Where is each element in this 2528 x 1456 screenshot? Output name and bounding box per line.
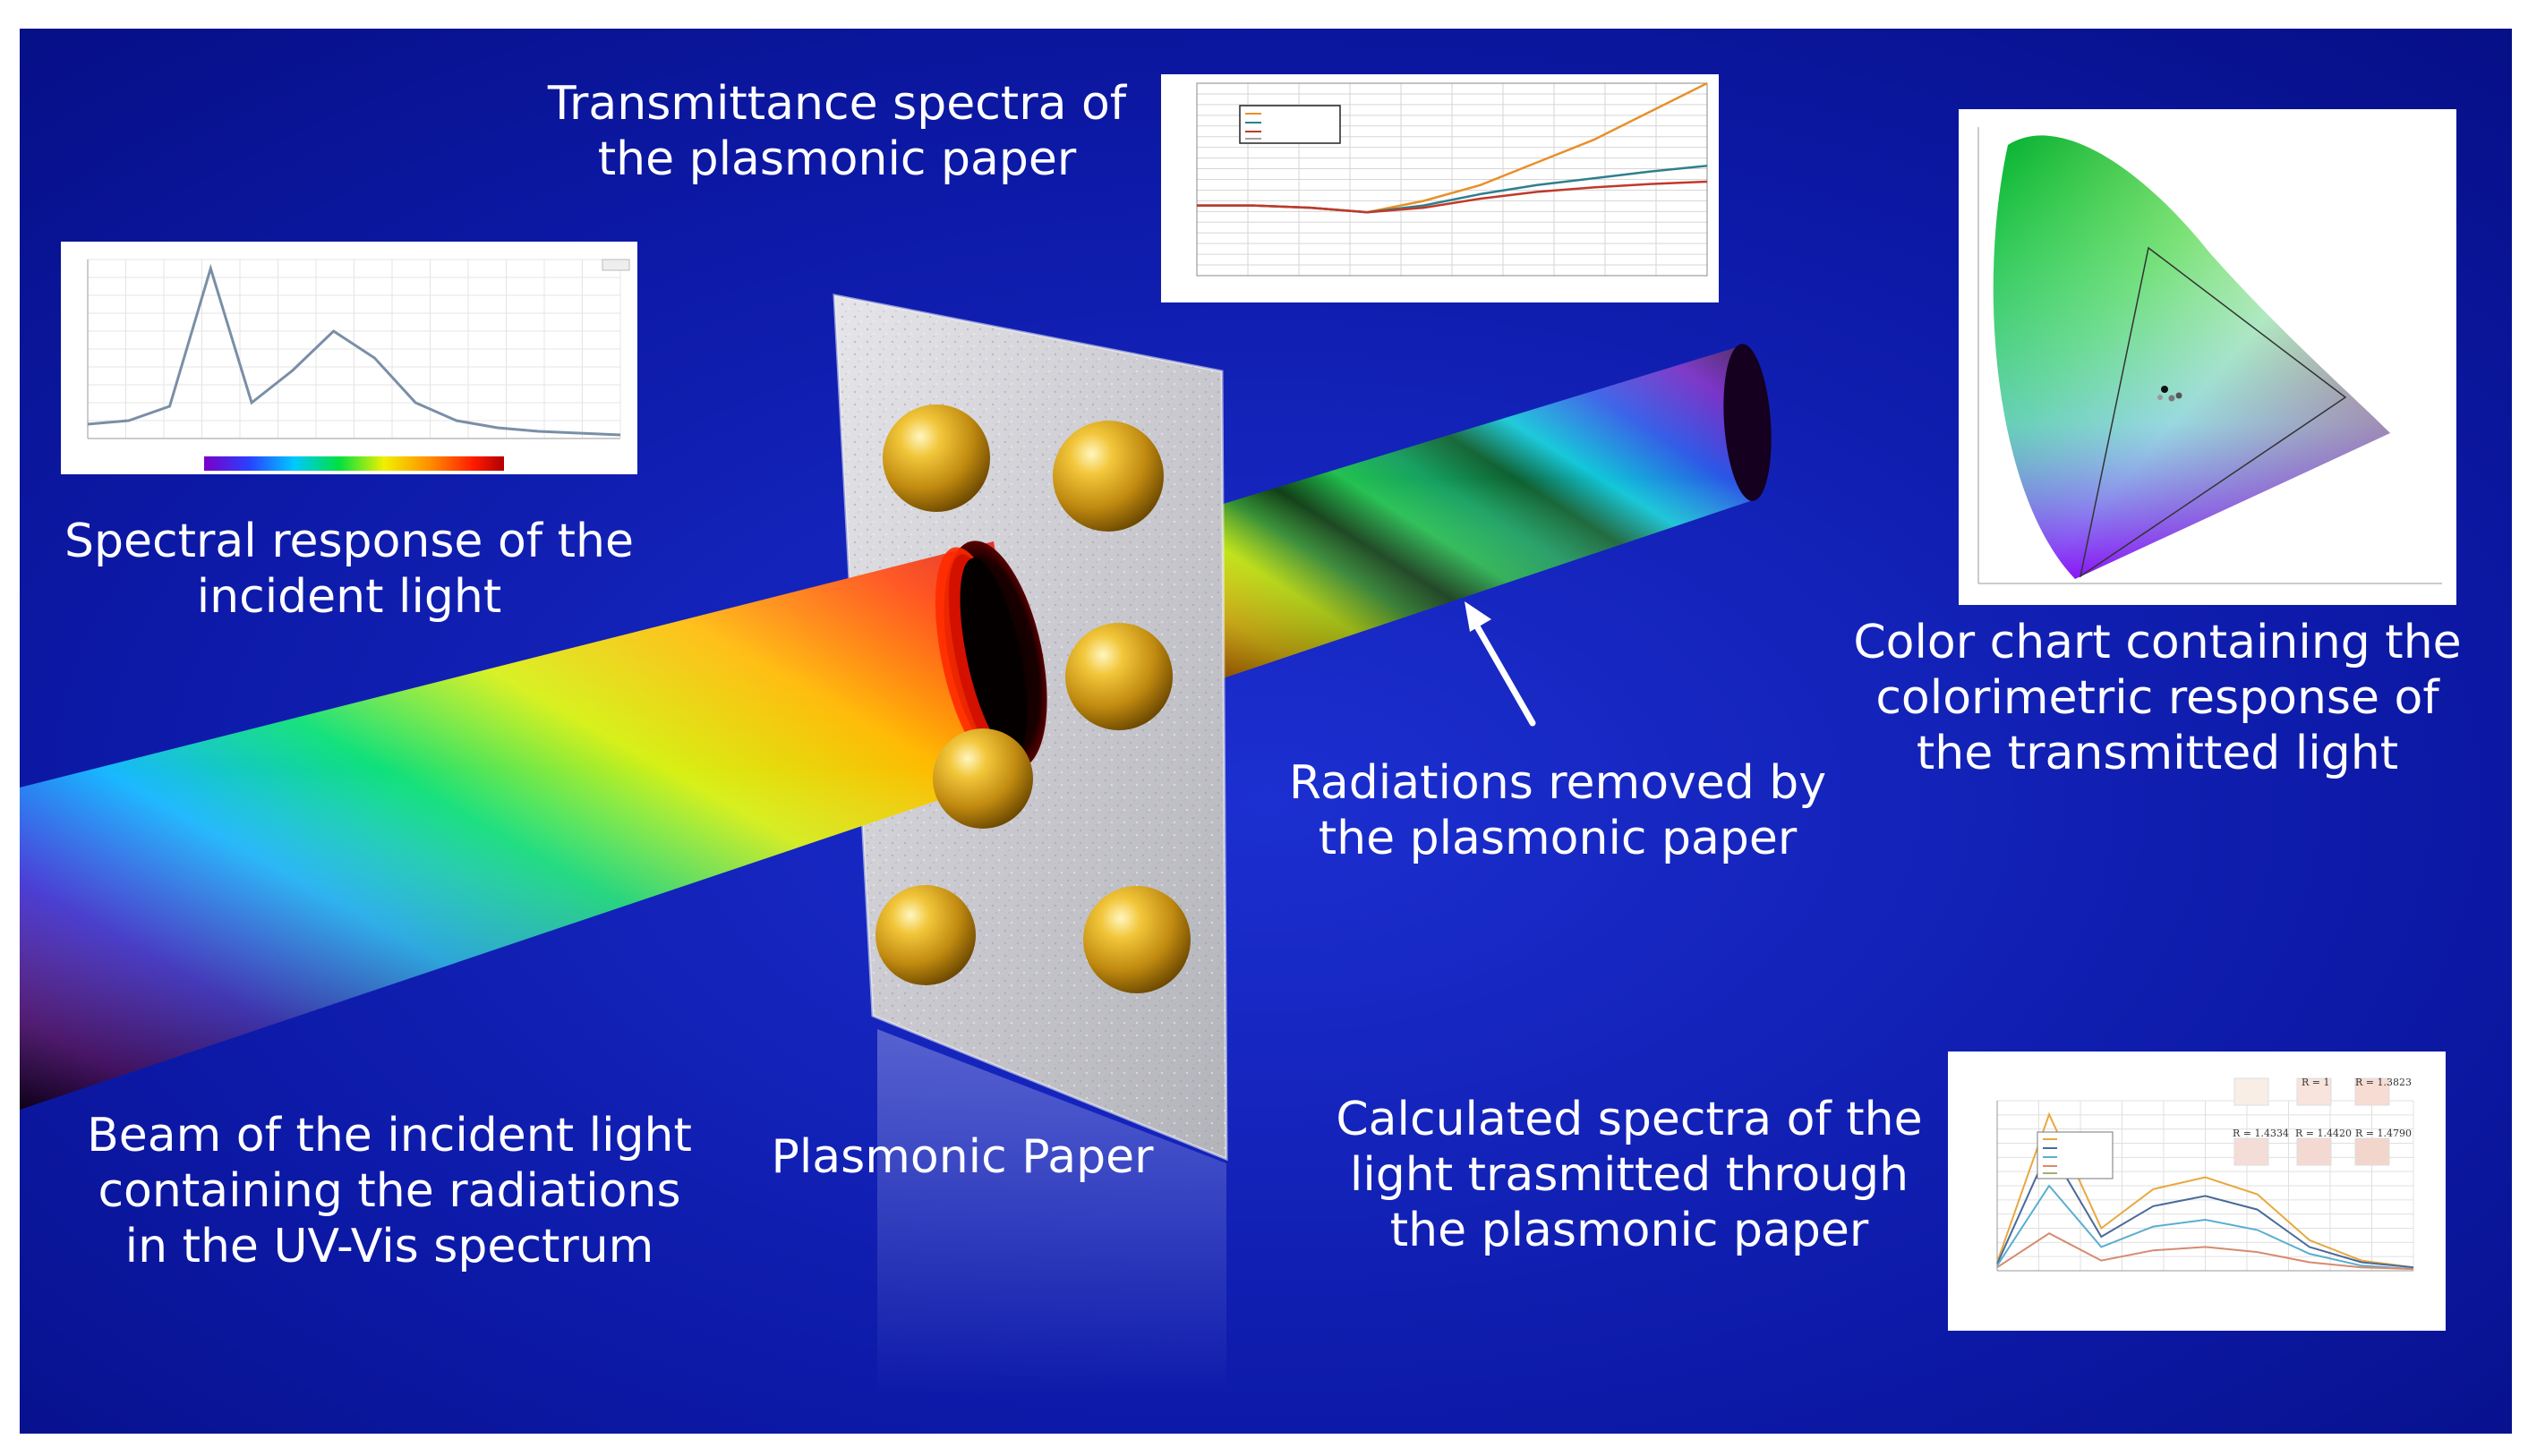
spectral-response-panel [61, 242, 637, 474]
colorimetric-point [2157, 395, 2163, 400]
spectral-response-label: Spectral response of the incident light [64, 515, 634, 624]
spectral-response-chart [87, 259, 630, 471]
r-value-label: R = 1 [2302, 1077, 2330, 1088]
chart-legend [1239, 105, 1341, 144]
incident-beam [20, 541, 1047, 1110]
visible-spectrum-bar [204, 456, 504, 471]
colorimetric-point [2161, 386, 2168, 393]
r-value-label: R = 1.4420 [2295, 1128, 2352, 1139]
beam-label: Beam of the incident light containing th… [87, 1109, 692, 1273]
calculated-spectrum-line [1996, 1184, 2414, 1271]
calculated-spectrum-line [1996, 1232, 2414, 1271]
nanoparticle [1053, 421, 1164, 532]
transmittance-chart [1196, 81, 1708, 277]
calculated-spectra-panel: R = 1 R = 1.3823 R = 1.4334 R = 1.4420 R… [1948, 1052, 2446, 1331]
transmittance-series-line [1197, 180, 1708, 214]
color-chart-panel [1959, 109, 2456, 605]
nanoparticle [1065, 623, 1173, 730]
gamut-triangle [2079, 246, 2347, 578]
transmitted-beam [1217, 344, 1772, 680]
color-swatches [2233, 1077, 2390, 1166]
calculated-spectra-chart: R = 1 R = 1.3823 R = 1.4334 R = 1.4420 R… [1996, 1077, 2414, 1272]
gold-nanoparticles [875, 404, 1191, 993]
cie-chromaticity-chart [1977, 127, 2442, 584]
chart-legend [2037, 1131, 2114, 1179]
paper-reflection [877, 1029, 1226, 1396]
incident-light-spectrum-line [87, 263, 621, 437]
colorimetric-point [2175, 392, 2182, 399]
r-value-label: R = 1.4334 [2233, 1128, 2289, 1139]
nanoparticle [1083, 886, 1191, 993]
r-value-label: R = 1.4790 [2355, 1128, 2412, 1139]
radiations-removed-label: Radiations removed by the plasmonic pape… [1288, 756, 1827, 865]
colorimetric-point [2168, 395, 2175, 402]
transmittance-label: Transmittance spectra of the plasmonic p… [547, 77, 1127, 186]
nanoparticle [933, 728, 1033, 829]
nanoparticle [883, 404, 990, 512]
arrow-icon [1465, 601, 1536, 727]
transmittance-panel [1161, 74, 1719, 302]
nanoparticle [875, 885, 976, 985]
calculated-spectra-label: Calculated spectra of the light trasmitt… [1336, 1093, 1923, 1257]
color-chart-label: Color chart containing the colorimetric … [1853, 616, 2462, 780]
plasmonic-paper-label: Plasmonic Paper [771, 1130, 1154, 1184]
r-value-label: R = 1.3823 [2355, 1077, 2412, 1088]
